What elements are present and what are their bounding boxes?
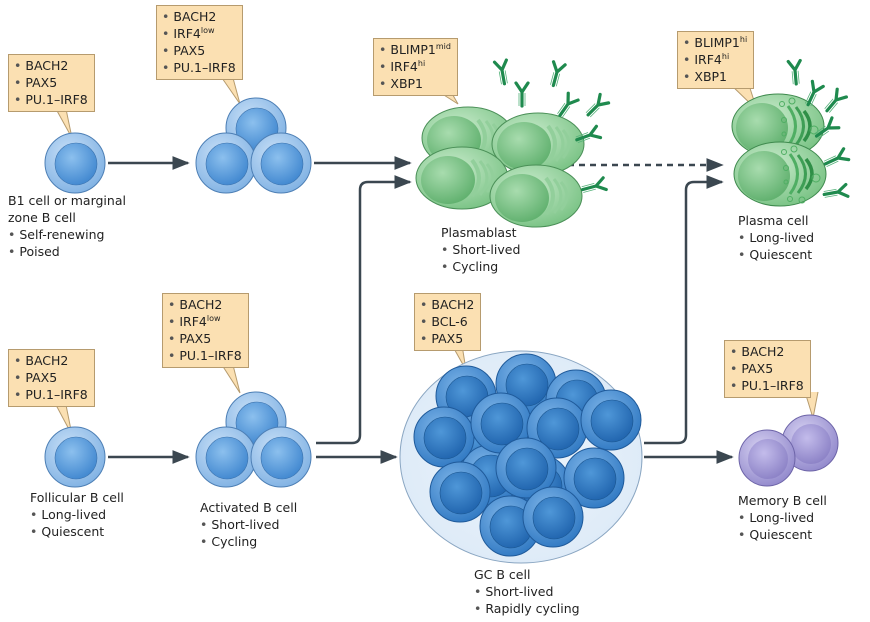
plasma-cells xyxy=(730,92,828,208)
cell-property: Quiescent xyxy=(30,523,124,540)
plasmablast-cells xyxy=(414,105,586,229)
label-gc: GC B cell Short-lived Rapidly cycling xyxy=(474,566,580,617)
cell-property: Self-renewing xyxy=(8,226,126,243)
cell xyxy=(413,406,475,468)
cell-title: Plasmablast xyxy=(441,225,517,240)
label-follicular: Follicular B cell Long-lived Quiescent xyxy=(30,489,124,540)
factor: BACH2 xyxy=(730,343,804,360)
factor: PAX5 xyxy=(14,74,88,91)
antibody-icon xyxy=(786,58,804,87)
antibody-icon xyxy=(579,176,608,198)
antibody-icon xyxy=(514,81,530,108)
factor: IRF4low xyxy=(162,25,236,42)
activated-cells xyxy=(195,391,312,488)
cell xyxy=(429,461,491,523)
factor: BACH2 xyxy=(168,296,242,313)
arrow-activated-to-plasmablast xyxy=(316,175,412,445)
factor: IRF4hi xyxy=(683,51,747,68)
factor: BACH2 xyxy=(420,296,474,313)
cell-title: zone B cell xyxy=(8,210,76,225)
factors-box-plasma: BLIMP1hi IRF4hi XBP1 xyxy=(677,31,755,89)
factor: XBP1 xyxy=(379,75,451,92)
cell-title: Plasma cell xyxy=(738,213,809,228)
pointer-activated-top xyxy=(221,77,241,105)
factors-box-activated: BACH2 IRF4low PAX5 PU.1–IRF8 xyxy=(162,293,249,368)
cell-title: Memory B cell xyxy=(738,493,827,508)
factors-box-gc: BACH2 BCL-6 PAX5 xyxy=(414,293,482,351)
factor: PU.1–IRF8 xyxy=(14,91,87,108)
label-activated: Activated B cell Short-lived Cycling xyxy=(200,499,297,550)
factor: PAX5 xyxy=(420,330,474,347)
antibody-icon xyxy=(820,87,848,117)
antibody-icon xyxy=(545,60,567,89)
follicular-cell xyxy=(44,426,106,488)
factor: IRF4hi xyxy=(379,58,451,75)
factor: BCL-6 xyxy=(420,313,474,330)
cell xyxy=(488,163,584,229)
cell-property: Short-lived xyxy=(200,516,297,533)
label-plasmablast: Plasmablast Short-lived Cycling xyxy=(441,224,520,275)
factor: PU.1–IRF8 xyxy=(168,347,241,364)
antibody-icon xyxy=(821,147,851,171)
cell-property: Cycling xyxy=(200,533,297,550)
pointer-activated xyxy=(221,364,241,394)
cell-property: Short-lived xyxy=(474,583,580,600)
cell-property: Long-lived xyxy=(30,506,124,523)
antibody-icon xyxy=(801,79,825,109)
factor: PU.1–IRF8 xyxy=(14,386,87,403)
factors-box-follicular: BACH2 PAX5 PU.1–IRF8 xyxy=(8,349,95,407)
cell-nucleus xyxy=(748,439,788,479)
cell-property: Quiescent xyxy=(738,526,827,543)
memory-cells xyxy=(738,414,839,487)
factor: BACH2 xyxy=(14,352,88,369)
factors-box-plasmablast: BLIMP1mid IRF4hi XBP1 xyxy=(373,38,458,96)
cell-property: Cycling xyxy=(441,258,520,275)
label-b1: B1 cell or marginal zone B cell Self-ren… xyxy=(8,192,126,260)
arrow-gc-to-plasma xyxy=(644,175,724,445)
cell xyxy=(250,132,312,194)
cell xyxy=(580,389,642,451)
cell xyxy=(250,426,312,488)
antibody-icon xyxy=(553,91,580,121)
cell xyxy=(732,140,828,208)
factor: BACH2 xyxy=(14,57,88,74)
cell-property: Quiescent xyxy=(738,246,814,263)
cell xyxy=(195,426,257,488)
cell-title: Follicular B cell xyxy=(30,490,124,505)
label-memory: Memory B cell Long-lived Quiescent xyxy=(738,492,827,543)
cell-title: GC B cell xyxy=(474,567,531,582)
cell-property: Long-lived xyxy=(738,509,827,526)
cell-property: Long-lived xyxy=(738,229,814,246)
cell-property: Poised xyxy=(8,243,126,260)
factors-box-b1: BACH2 PAX5 PU.1–IRF8 xyxy=(8,54,95,112)
antibody-icon xyxy=(492,58,512,87)
activated-top-cells xyxy=(195,97,312,194)
cell xyxy=(522,486,584,548)
factors-box-activated-top: BACH2 IRF4low PAX5 PU.1–IRF8 xyxy=(156,5,243,80)
factor: IRF4low xyxy=(168,313,242,330)
factor: BLIMP1mid xyxy=(379,41,451,58)
label-plasma: Plasma cell Long-lived Quiescent xyxy=(738,212,814,263)
arrows xyxy=(108,156,734,464)
factor: PAX5 xyxy=(730,360,804,377)
cell xyxy=(195,132,257,194)
factor: PU.1–IRF8 xyxy=(162,59,235,76)
factor: PAX5 xyxy=(14,369,88,386)
factor: BLIMP1hi xyxy=(683,34,747,51)
factor: BACH2 xyxy=(162,8,236,25)
cell-title: B1 cell or marginal xyxy=(8,193,126,208)
factor: PAX5 xyxy=(168,330,242,347)
cell-nucleus xyxy=(791,424,831,464)
factor: PU.1–IRF8 xyxy=(730,377,803,394)
factors-box-memory: BACH2 PAX5 PU.1–IRF8 xyxy=(724,340,811,398)
cell-property: Short-lived xyxy=(441,241,520,258)
antibody-icon xyxy=(821,182,850,202)
factor: PAX5 xyxy=(162,42,236,59)
factor: XBP1 xyxy=(683,68,747,85)
cell-property: Rapidly cycling xyxy=(474,600,579,617)
b1-cell xyxy=(44,132,106,194)
antibody-icon xyxy=(582,92,611,121)
cell-title: Activated B cell xyxy=(200,500,298,515)
